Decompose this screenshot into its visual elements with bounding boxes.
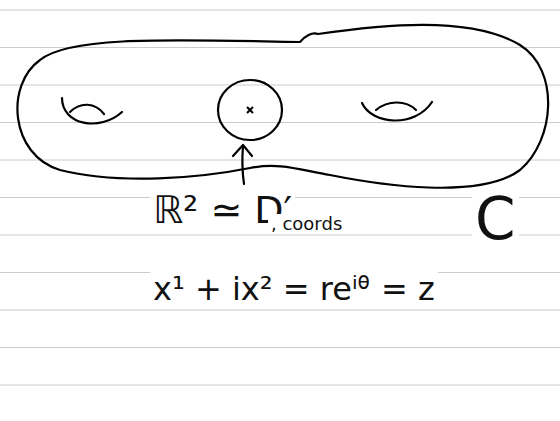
arrow-shaft [242,146,244,184]
ruled-lines [0,10,560,385]
right-handle [376,103,416,111]
ruled-line [0,47,560,48]
left-handle [70,105,104,114]
ruled-line [0,347,560,348]
ruled-line [0,310,560,311]
surface-outline [17,25,548,188]
note-text: , coords [268,214,345,234]
center-point [247,107,253,113]
disk-circle [218,80,282,140]
ruled-line [0,10,560,11]
arrow-head [233,145,252,156]
right-handle [362,102,432,121]
ruled-line [0,160,560,161]
ruled-line [0,85,560,86]
left-handle [62,98,122,123]
coordinate-formula: x¹ + ix² = reⁱᶿ = z [150,272,438,307]
curve-name: C [472,188,519,252]
ruled-line [0,385,560,386]
